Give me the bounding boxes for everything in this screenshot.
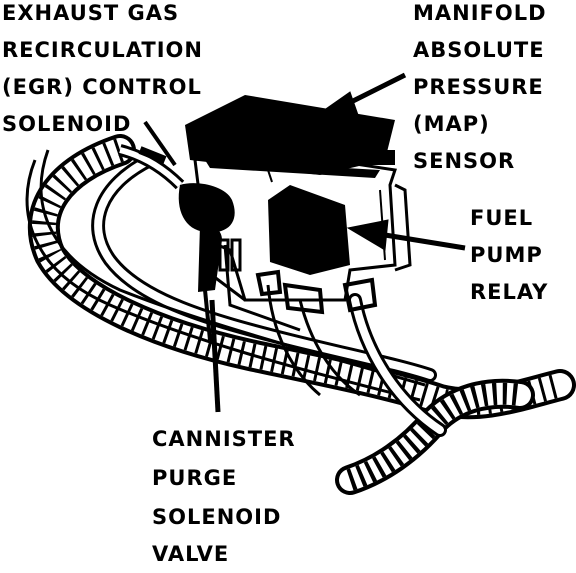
label-purge-line-3: SOLENOID <box>152 505 281 529</box>
vacuum-port <box>255 269 283 297</box>
purge-solenoid-body <box>198 224 222 292</box>
label-relay-line-3: RELAY <box>470 280 548 304</box>
egr-solenoid-body <box>178 183 235 233</box>
loom-wire-2 <box>39 149 426 387</box>
label-egr: EXHAUST GAS RECIRCULATION (EGR) CONTROL … <box>2 1 203 136</box>
label-map-line-4: (MAP) <box>413 112 490 136</box>
label-purge-line-1: CANNISTER <box>152 427 296 451</box>
label-map-line-5: SENSOR <box>413 149 515 173</box>
relay-leader-line <box>384 232 466 251</box>
relay-side-connector <box>342 277 378 313</box>
label-purge-line-4: VALVE <box>152 542 229 566</box>
map-leader-line <box>343 72 407 108</box>
label-egr-line-2: RECIRCULATION <box>2 38 203 62</box>
label-map-line-1: MANIFOLD <box>413 1 547 25</box>
egr-leader-line <box>143 120 177 167</box>
map-sensor-base <box>205 160 380 178</box>
label-map-line-2: ABSOLUTE <box>413 38 545 62</box>
egr-hose-fill <box>119 147 183 188</box>
bracket-tab-2 <box>230 238 242 272</box>
label-egr-line-3: (EGR) CONTROL <box>2 75 202 99</box>
bracket-tab-1 <box>218 238 230 272</box>
map-sensor-mount-tab <box>365 150 395 165</box>
label-map-line-3: PRESSURE <box>413 75 544 99</box>
loom-wire-1 <box>25 159 421 402</box>
egr-solenoid <box>118 144 235 233</box>
label-relay-line-2: PUMP <box>470 243 543 267</box>
label-relay: FUEL PUMP RELAY <box>470 206 548 304</box>
bracket-bolt-mark <box>267 169 273 183</box>
label-map: MANIFOLD ABSOLUTE PRESSURE (MAP) SENSOR <box>413 1 547 173</box>
purge-leader-line <box>209 299 221 413</box>
bracket-panel-right <box>394 183 412 272</box>
purge-solenoid-leg <box>203 289 212 341</box>
label-egr-line-1: EXHAUST GAS <box>2 1 179 25</box>
relay-connector <box>282 282 325 315</box>
wiring-harness <box>25 134 576 495</box>
label-purge-line-2: PURGE <box>152 466 237 490</box>
map-arrowhead <box>308 91 359 121</box>
purge-solenoid <box>198 224 222 341</box>
relay-wire-mid <box>298 299 361 397</box>
label-relay-line-1: FUEL <box>470 206 533 230</box>
fuel-pump-relay <box>255 185 378 315</box>
relay-body <box>268 185 350 275</box>
leader-lines <box>143 72 466 413</box>
relay-wire-right-fill <box>351 296 444 434</box>
label-egr-line-4: SOLENOID <box>2 112 131 136</box>
egr-connector-lip <box>138 146 167 164</box>
relay-arrowhead <box>346 219 389 251</box>
label-purge: CANNISTER PURGE SOLENOID VALVE <box>152 427 296 566</box>
